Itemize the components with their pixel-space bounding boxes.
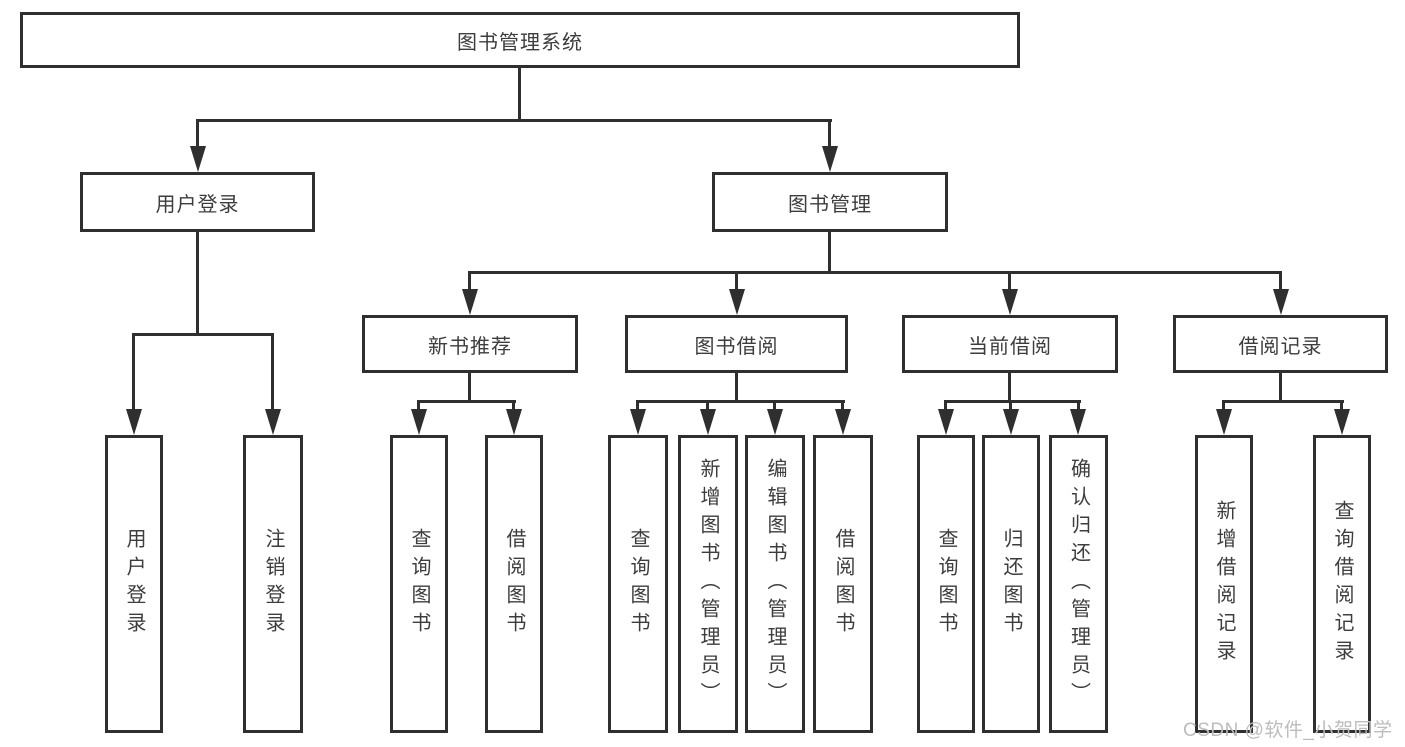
arrow-down-icon (767, 409, 783, 435)
connector-drop-borrowing-records (1279, 271, 1282, 291)
node-borrowing-records: 借阅记录 (1173, 315, 1388, 373)
connector-root-rail (196, 119, 832, 122)
node-book-borrowing: 图书借阅 (625, 315, 848, 373)
arrow-down-icon (1003, 409, 1019, 435)
connector-root-stem (518, 66, 521, 121)
arrow-down-icon (1070, 409, 1086, 435)
connector-drop-current-borrowing (1008, 271, 1011, 291)
connector-book-borrowing-stem (735, 371, 738, 402)
connector-drop-bb-query (636, 400, 639, 411)
connector-user-login-rail (132, 333, 274, 336)
leaf-cb-confirm-return-admin: 确认归还（管理员） (1049, 435, 1108, 733)
arrow-down-icon (729, 289, 745, 315)
connector-book-management-stem (828, 230, 831, 273)
connector-drop-leaf-user-login (132, 333, 135, 411)
arrow-down-icon (411, 409, 427, 435)
connector-drop-book-borrowing (735, 271, 738, 291)
arrow-down-icon (1334, 409, 1350, 435)
arrow-down-icon (462, 289, 478, 315)
watermark: CSDN @软件_小贺同学 (1183, 720, 1393, 741)
connector-drop-bb-add (706, 400, 709, 411)
connector-borrowing-records-stem (1279, 371, 1282, 402)
leaf-br-add-record: 新增借阅记录 (1195, 435, 1253, 733)
leaf-cb-query-books: 查询图书 (917, 435, 975, 733)
arrow-down-icon (822, 146, 838, 172)
connector-drop-new-book-rec (468, 271, 471, 291)
connector-current-borrowing-rail (944, 400, 1081, 403)
connector-drop-bb-borrow (841, 400, 844, 411)
node-current-borrowing: 当前借阅 (902, 315, 1118, 373)
connector-drop-br-add (1222, 400, 1225, 411)
arrow-down-icon (126, 409, 142, 435)
leaf-br-query-record: 查询借阅记录 (1313, 435, 1371, 733)
connector-book-borrowing-rail (636, 400, 845, 403)
arrow-down-icon (1273, 289, 1289, 315)
leaf-bb-borrow-books: 借阅图书 (813, 435, 873, 733)
connector-current-borrowing-stem (1008, 371, 1011, 402)
connector-borrowing-records-rail (1222, 400, 1344, 403)
connector-drop-book-management (828, 119, 831, 149)
connector-book-management-rail (468, 271, 1282, 274)
leaf-cb-return-books: 归还图书 (982, 435, 1040, 733)
connector-drop-leaf-logout (271, 333, 274, 411)
connector-drop-bb-edit (773, 400, 776, 411)
leaf-rec-query-books: 查询图书 (390, 435, 448, 733)
connector-drop-user-login (196, 119, 199, 149)
leaf-user-login: 用户登录 (105, 435, 163, 733)
leaf-rec-borrow-books: 借阅图书 (485, 435, 543, 733)
connector-drop-br-query (1340, 400, 1343, 411)
node-book-management: 图书管理 (712, 172, 948, 232)
connector-user-login-stem (196, 230, 199, 335)
connector-new-book-rec-stem (468, 371, 471, 402)
leaf-bb-add-books-admin: 新增图书（管理员） (678, 435, 738, 733)
connector-drop-cb-confirm (1077, 400, 1080, 411)
arrow-down-icon (1216, 409, 1232, 435)
connector-drop-rec-borrow (512, 400, 515, 411)
arrow-down-icon (835, 409, 851, 435)
node-library-management-system: 图书管理系统 (20, 12, 1020, 68)
arrow-down-icon (506, 409, 522, 435)
connector-drop-cb-return (1009, 400, 1012, 411)
connector-drop-rec-query (417, 400, 420, 411)
arrow-down-icon (190, 146, 206, 172)
arrow-down-icon (700, 409, 716, 435)
leaf-logout: 注销登录 (243, 435, 303, 733)
leaf-bb-edit-books-admin: 编辑图书（管理员） (745, 435, 805, 733)
arrow-down-icon (1002, 289, 1018, 315)
arrow-down-icon (938, 409, 954, 435)
leaf-bb-query-books: 查询图书 (608, 435, 668, 733)
connector-new-book-rec-rail (417, 400, 516, 403)
node-new-book-recommendation: 新书推荐 (362, 315, 578, 373)
arrow-down-icon (265, 409, 281, 435)
arrow-down-icon (630, 409, 646, 435)
node-user-login: 用户登录 (80, 172, 315, 232)
connector-drop-cb-query (944, 400, 947, 411)
